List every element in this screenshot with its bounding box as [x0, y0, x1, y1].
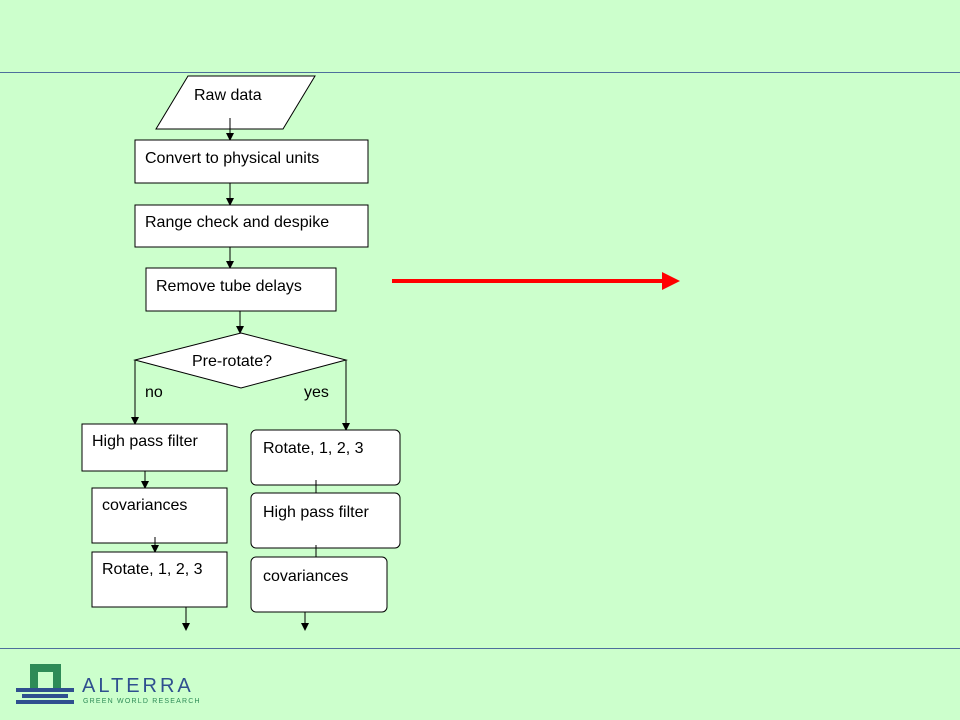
logo-tagline: GREEN WORLD RESEARCH — [83, 698, 201, 705]
red-pointer-arrow — [392, 272, 680, 290]
range-check-label: Range check and despike — [145, 214, 329, 231]
bottom-rule — [0, 648, 960, 649]
alterra-logo-icon — [16, 664, 74, 704]
range-check-node: Range check and despike — [134, 204, 369, 248]
remove-delays-node: Remove tube delays — [145, 267, 337, 312]
raw-data-node: Raw data — [155, 75, 316, 130]
pre-rotate-decision-node: Pre-rotate? — [133, 332, 348, 389]
right-rotate-node: Rotate, 1, 2, 3 — [250, 429, 401, 486]
right-covariances-label: covariances — [263, 568, 348, 585]
convert-units-node: Convert to physical units — [134, 139, 369, 184]
left-high-pass-label: High pass filter — [92, 433, 198, 450]
branch-no-label: no — [145, 384, 163, 401]
remove-delays-label: Remove tube delays — [156, 278, 302, 295]
left-covariances-label: covariances — [102, 497, 187, 514]
left-high-pass-node: High pass filter — [81, 423, 228, 472]
alterra-logo: ALTERRA GREEN WORLD RESEARCH — [16, 664, 201, 705]
left-rotate-node: Rotate, 1, 2, 3 — [91, 551, 228, 608]
right-high-pass-node: High pass filter — [250, 492, 401, 549]
top-rule — [0, 72, 960, 73]
convert-units-label: Convert to physical units — [145, 150, 319, 167]
right-covariances-node: covariances — [250, 556, 388, 613]
left-rotate-label: Rotate, 1, 2, 3 — [102, 561, 203, 578]
raw-data-label: Raw data — [194, 87, 262, 104]
left-covariances-node: covariances — [91, 487, 228, 544]
branch-yes-label: yes — [304, 384, 329, 401]
right-high-pass-label: High pass filter — [263, 504, 369, 521]
decision-label: Pre-rotate? — [192, 353, 272, 370]
logo-name: ALTERRA — [82, 675, 194, 697]
right-rotate-label: Rotate, 1, 2, 3 — [263, 440, 364, 457]
